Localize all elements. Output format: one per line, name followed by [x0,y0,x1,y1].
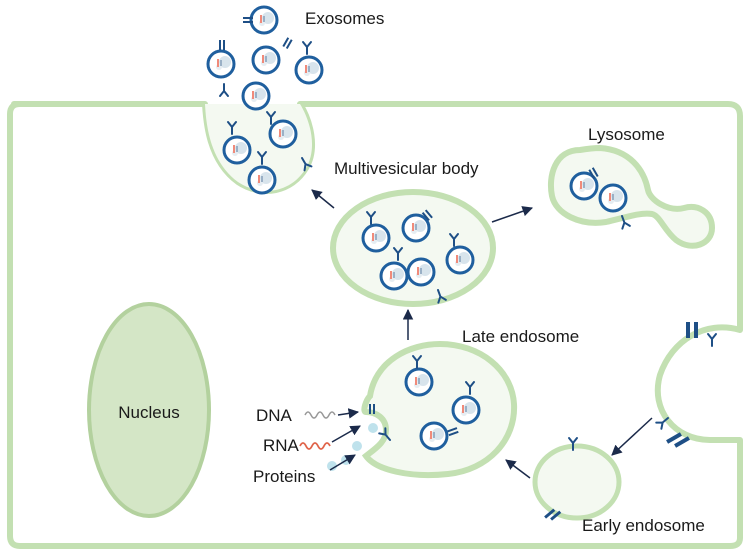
arrow-membrane-to-early [611,417,653,456]
lysosome-vesicle [598,183,628,213]
exosome-vesicle [241,81,271,111]
exosome-vesicle [222,135,252,165]
rna-label: RNA [263,436,300,455]
intraluminal-vesicle [361,223,391,253]
membrane-receptors [544,322,717,521]
intraluminal-vesicle [401,213,431,243]
nucleus-label: Nucleus [118,403,179,422]
lysosome-label: Lysosome [588,125,665,144]
multivesicular-body-label: Multivesicular body [334,159,479,178]
exosome-vesicle [268,119,298,149]
arrow-mvb-to-pit [311,189,335,209]
late-endosome-label: Late endosome [462,327,579,346]
cargo: DNA RNA Proteins [253,406,378,486]
exosome-vesicle [247,165,277,195]
exosome-vesicle [206,49,236,79]
early-endosome [532,443,622,521]
exosome-vesicle [294,55,324,85]
dna-strand [304,411,336,419]
intraluminal-vesicle [406,257,436,287]
intraluminal-vesicle [419,421,449,451]
rna-strand [299,442,331,450]
exosome-vesicle [249,5,279,35]
pathway-arrows [311,189,653,479]
arrow-early-to-late [505,459,531,479]
exosome-vesicle [251,45,281,75]
intraluminal-vesicle [451,395,481,425]
intraluminal-vesicle [445,245,475,275]
nucleus [87,302,211,518]
exosomes-label: Exosomes [305,9,384,28]
proteins-label: Proteins [253,467,315,486]
dna-label: DNA [256,406,293,425]
intraluminal-vesicle [404,367,434,397]
intraluminal-vesicle [379,261,409,291]
arrow-mvb-to-lysosome [491,206,533,223]
multivesicular-body [330,189,496,307]
late-endosome [361,340,518,479]
early-endosome-label: Early endosome [582,516,705,535]
